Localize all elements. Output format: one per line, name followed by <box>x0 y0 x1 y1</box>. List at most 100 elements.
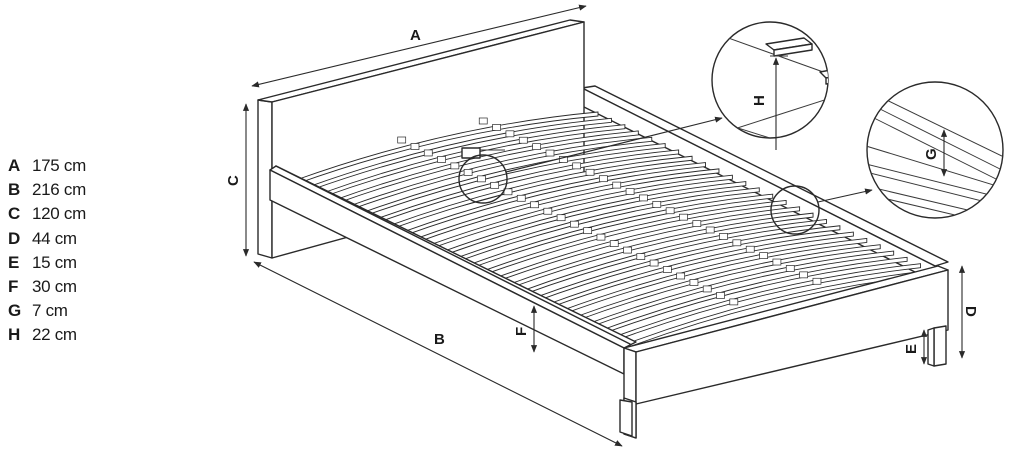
legend-value: 7 cm <box>32 301 68 321</box>
slat-holder <box>625 188 635 195</box>
slat-holder <box>612 181 622 189</box>
legend-row-c: C 120 cm <box>8 204 158 228</box>
slat-holder <box>410 143 420 150</box>
legend-value: 120 cm <box>32 204 86 224</box>
legend-row-h: H 22 cm <box>8 325 158 349</box>
callout-arrow-g <box>817 188 873 203</box>
legend-value: 44 cm <box>32 228 77 248</box>
slat-holder <box>799 271 808 279</box>
dimension-c: C <box>225 103 250 257</box>
slat-holder <box>570 220 579 228</box>
dim-label-a: A <box>410 27 421 44</box>
slat <box>572 244 881 323</box>
slat-holder <box>716 292 725 299</box>
slat-holder <box>609 240 619 247</box>
slat <box>374 149 680 225</box>
callout-arrow-h <box>505 116 723 173</box>
slat <box>361 143 666 218</box>
slat-holder <box>676 272 686 280</box>
slat-holder <box>423 149 433 157</box>
legend-row-e: E 15 cm <box>8 253 158 277</box>
detail-callout-slat <box>458 154 508 204</box>
slat <box>427 174 733 251</box>
legend-row-a: A 175 cm <box>8 156 158 180</box>
slat <box>401 162 706 238</box>
dimension-b: B <box>253 261 623 447</box>
slat <box>493 206 801 284</box>
slat-holder <box>702 285 712 293</box>
slat-holder <box>532 143 541 150</box>
dimension-e: E <box>903 329 928 365</box>
slat-holder <box>492 124 501 131</box>
slat-holder <box>583 227 593 235</box>
slat-holder <box>649 259 659 267</box>
legend-row-d: D 44 cm <box>8 229 158 253</box>
slat <box>480 199 787 277</box>
slat-holder <box>772 258 782 266</box>
slat <box>612 263 922 343</box>
slat-holder <box>665 207 675 215</box>
slat <box>335 130 639 205</box>
slat-holder <box>450 162 460 170</box>
slat-holder <box>572 162 582 170</box>
slat-holder <box>745 245 755 253</box>
slat-holder <box>437 156 446 163</box>
slat-holder <box>689 279 699 286</box>
slat <box>295 111 599 185</box>
legend-letter: E <box>8 252 20 272</box>
legend-letter: D <box>8 228 21 248</box>
slat <box>348 136 653 211</box>
slat-holder <box>729 298 739 306</box>
slat-holder <box>518 136 528 144</box>
slat <box>321 124 626 198</box>
slat <box>308 117 612 192</box>
slat-holder <box>490 181 500 189</box>
slat-holder <box>543 207 553 215</box>
dimension-f: F <box>513 305 538 353</box>
legend-letter: B <box>8 180 21 200</box>
slat <box>440 181 747 257</box>
slat <box>414 168 720 244</box>
legend-letter: H <box>8 325 21 345</box>
slat-holder <box>463 169 473 176</box>
slat <box>559 237 868 316</box>
slat-holder <box>785 265 795 272</box>
magnifier-detail-h: H <box>711 21 829 150</box>
slat-holder <box>397 136 407 144</box>
footboard <box>623 265 949 439</box>
dim-label-d: D <box>962 306 979 317</box>
slat <box>506 212 814 290</box>
slat-holder <box>719 233 728 240</box>
dim-label-c: C <box>225 175 242 186</box>
slat-holder <box>545 149 555 157</box>
dim-label-f: F <box>513 327 530 336</box>
slat-holder <box>639 194 648 202</box>
legend-value: 22 cm <box>32 325 77 345</box>
slat <box>599 256 908 336</box>
slat-holder <box>596 233 606 241</box>
legend-letter: F <box>8 276 19 296</box>
slat-holder <box>652 200 662 208</box>
slat <box>585 250 895 329</box>
dim-label-h: H <box>751 95 768 106</box>
slat-holder <box>705 226 715 234</box>
slat-holder <box>530 201 539 209</box>
dim-label-e: E <box>903 344 920 354</box>
legend-value: 175 cm <box>32 156 86 175</box>
legend-letter: A <box>8 156 21 175</box>
slat-holder <box>636 253 646 260</box>
slat-holder <box>478 117 488 125</box>
legend-value: 15 cm <box>32 252 77 272</box>
slat-holder <box>812 277 822 285</box>
slat-holder <box>556 214 566 222</box>
slat-holder <box>692 220 702 227</box>
legend-letter: C <box>8 204 21 224</box>
dimension-a: A <box>251 4 587 88</box>
slat-holder <box>759 252 768 259</box>
slat-holder <box>623 246 632 254</box>
slat-holder <box>585 168 595 176</box>
